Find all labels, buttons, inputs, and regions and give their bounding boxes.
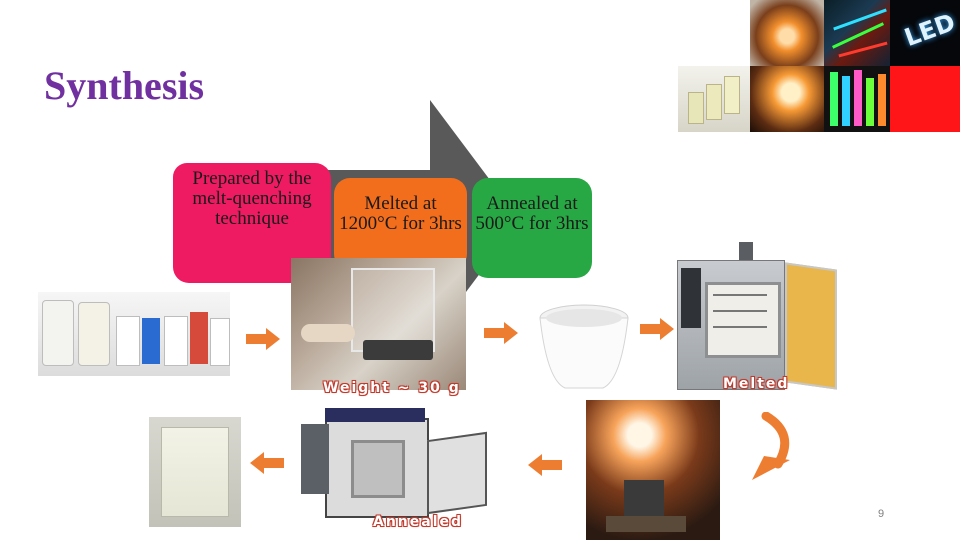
melting-furnace-photo [677,238,837,390]
furnace-glow-photo [750,0,824,66]
chemical-bottles-photo [38,292,230,376]
right-arrow-icon [246,328,280,350]
glass-samples-photo [678,66,750,132]
crucible-photo [537,300,631,394]
slide-title: Synthesis [44,63,205,108]
left-arrow-icon [528,454,562,476]
annealed-caption: Annealed [373,514,464,530]
header-image-collage: LED [678,0,960,132]
step-box-melted: Melted at 1200°C for 3hrs [334,178,467,270]
led-badge: LED [890,0,960,66]
melted-caption: Melted [723,376,790,392]
step-box-annealed: Annealed at 500°C for 3hrs [472,178,592,278]
red-tile [890,66,960,132]
molten-glass-photo [750,66,824,132]
page-number: 9 [878,508,885,520]
colored-glass-bars-photo [824,66,890,132]
balance-weighing-photo [291,258,466,390]
right-arrow-icon [484,322,518,344]
glowing-rods-photo [824,0,890,66]
final-glass-sample-photo [149,417,241,527]
step-label: Melted at 1200°C for 3hrs [339,193,462,234]
curved-down-arrow-icon [752,412,790,480]
step-label: Annealed at 500°C for 3hrs [475,193,589,234]
glass-pouring-photo [586,400,720,540]
annealing-furnace-photo [295,408,493,526]
step-label: Prepared by the melt-quenching technique [192,168,312,229]
right-arrow-icon [640,318,674,340]
weight-caption: Weight ~ 30 g [323,380,461,396]
left-arrow-icon [250,452,284,474]
led-text: LED [900,8,959,52]
